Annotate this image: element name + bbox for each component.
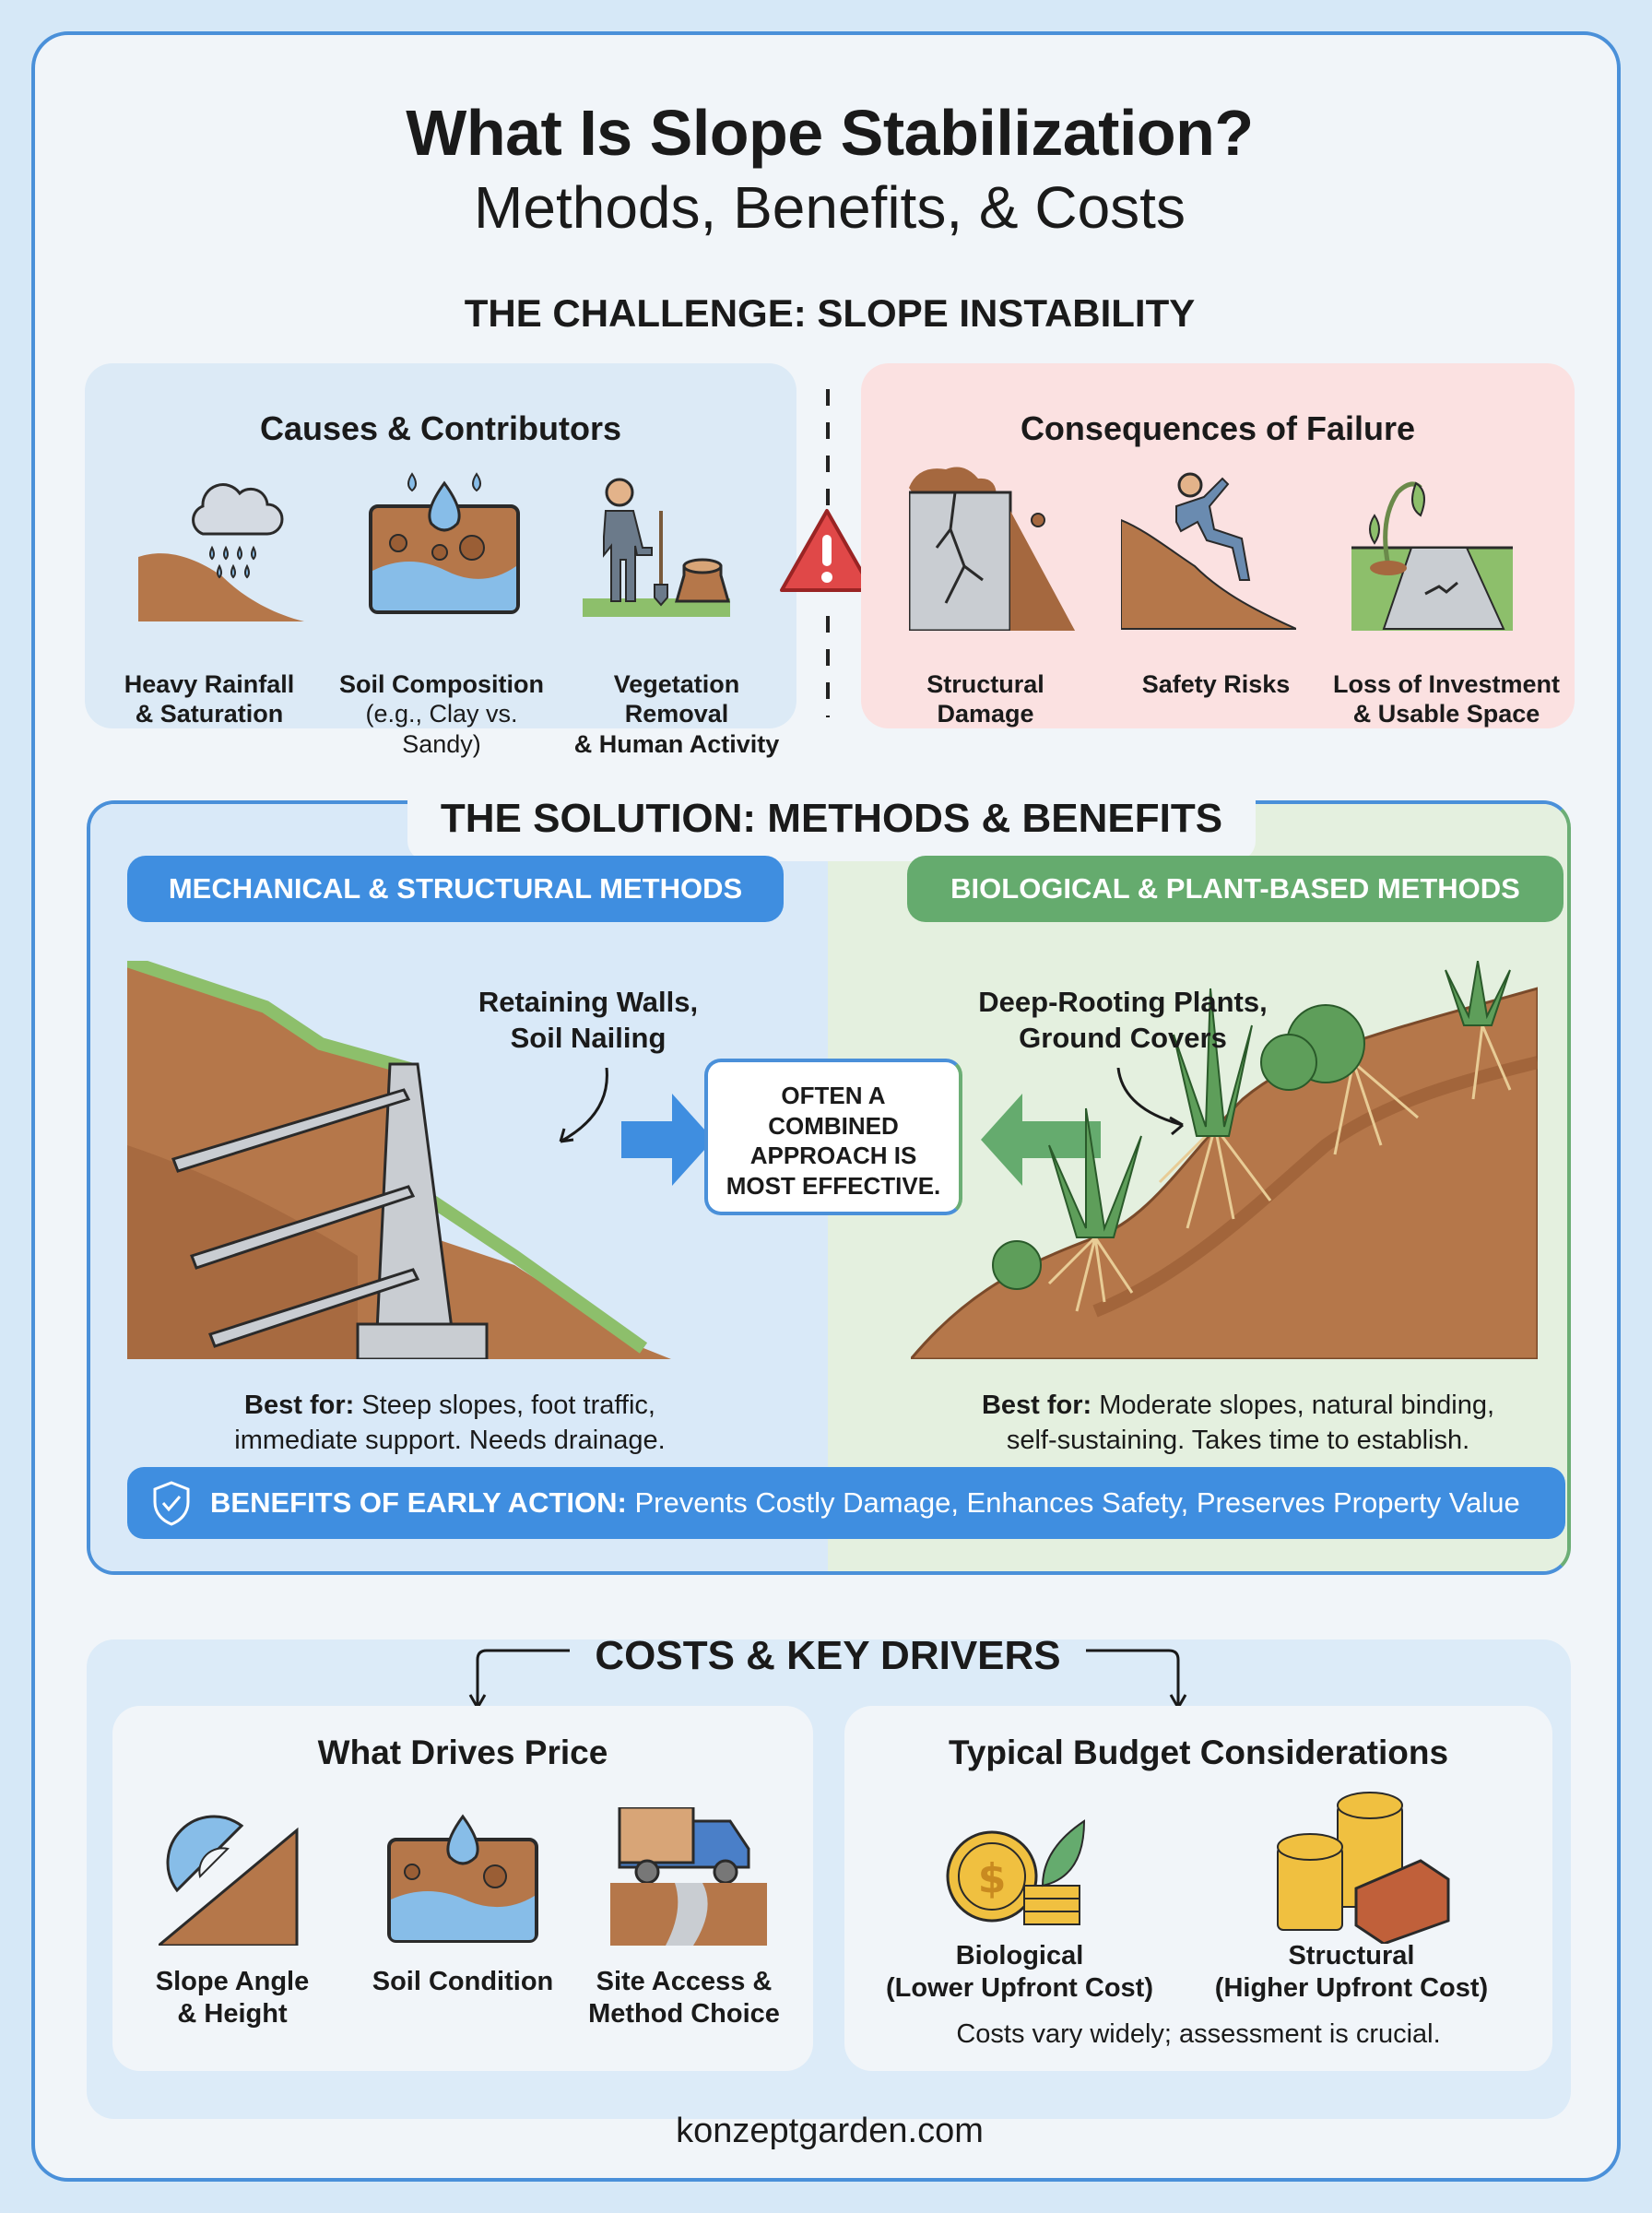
mechanical-callout: Retaining Walls,Soil Nailing <box>478 986 699 1054</box>
biological-callout: Deep-Rooting Plants,Ground Covers <box>978 986 1268 1054</box>
budget-card: Typical Budget Considerations $ Biologic… <box>844 1706 1552 2071</box>
rain-cloud-slope-icon <box>138 483 304 621</box>
biological-methods-label: BIOLOGICAL & PLANT-BASED METHODS <box>907 856 1564 922</box>
protractor-slope-icon <box>159 1815 299 1946</box>
consequence-label-safety: Safety Risks <box>1141 670 1291 698</box>
cause-label-vegetation: Vegetation Removal& Human Activity <box>573 670 780 758</box>
cracked-wall-icon <box>909 467 1075 631</box>
divider-bottom <box>826 616 830 717</box>
budget-label-structural: Structural(Higher Upfront Cost) <box>1214 1941 1489 2003</box>
causes-heading: Causes & Contributors <box>259 409 622 447</box>
biological-best-for: Best for: Moderate slopes, natural bindi… <box>981 1391 1495 1455</box>
combined-approach-box: OFTEN A COMBINED APPROACH IS MOST EFFECT… <box>704 1059 962 1215</box>
arrow-left-icon <box>981 1094 1101 1186</box>
driver-label-access: Site Access &Method Choice <box>588 1967 780 2029</box>
budget-note: Costs vary widely; assessment is crucial… <box>956 2019 1441 2049</box>
coin-stacks-brick-icon <box>1277 1792 1450 1944</box>
arrow-right-icon <box>621 1094 714 1186</box>
challenge-section-title: THE CHALLENGE: SLOPE INSTABILITY <box>464 291 1196 335</box>
coin-plant-icon: $ <box>946 1819 1086 1925</box>
costs-section-title: COSTS & KEY DRIVERS <box>595 1633 1061 1678</box>
person-shovel-stump-icon <box>583 478 730 617</box>
drivers-heading: What Drives Price <box>317 1734 608 1771</box>
retaining-wall-illustration <box>127 961 671 1359</box>
budget-heading: Typical Budget Considerations <box>948 1734 1449 1771</box>
infographic-frame: What Is Slope Stabilization? Methods, Be… <box>31 31 1621 2182</box>
plant-roots-illustration <box>911 961 1538 1359</box>
benefits-bar: BENEFITS OF EARLY ACTION: Prevents Costl… <box>127 1467 1565 1539</box>
wilted-plant-cracked-path-icon <box>1351 481 1513 631</box>
truck-access-road-icon <box>610 1807 767 1946</box>
person-falling-slope-icon <box>1121 472 1296 630</box>
consequence-label-investment: Loss of Investment& Usable Space <box>1332 670 1561 728</box>
causes-panel: Causes & Contributors <box>85 363 796 758</box>
mechanical-best-for: Best for: Steep slopes, foot traffic, im… <box>234 1391 666 1455</box>
svg-text:$: $ <box>978 1855 1007 1902</box>
budget-label-biological: Biological(Lower Upfront Cost) <box>886 1941 1153 2003</box>
divider-top <box>826 389 830 509</box>
consequences-panel: Consequences of Failure Structu <box>861 363 1575 728</box>
shield-check-icon <box>153 1481 190 1526</box>
page-title: What Is Slope Stabilization? <box>406 97 1254 169</box>
cause-label-soil: Soil Composition(e.g., Clay vs. Sandy) <box>339 670 544 758</box>
cause-label-rainfall: Heavy Rainfall& Saturation <box>124 670 295 728</box>
solution-section-title: THE SOLUTION: METHODS & BENEFITS <box>407 776 1256 861</box>
footer-site-link[interactable]: konzeptgarden.com <box>676 2112 984 2150</box>
page-subtitle: Methods, Benefits, & Costs <box>474 174 1186 241</box>
driver-label-soil: Soil Condition <box>372 1967 554 1996</box>
warning-triangle-icon <box>780 509 874 592</box>
soil-condition-icon <box>387 1814 538 1943</box>
soil-layers-water-icon <box>369 472 520 614</box>
callout-arrow-icon <box>1116 1068 1184 1136</box>
consequences-heading: Consequences of Failure <box>1020 409 1416 447</box>
drivers-card: What Drives Price Slope Angle& Height <box>112 1706 813 2071</box>
driver-label-slope: Slope Angle& Height <box>155 1967 310 2029</box>
callout-arrow-icon <box>559 1068 608 1143</box>
mechanical-methods-label: MECHANICAL & STRUCTURAL METHODS <box>127 856 784 922</box>
